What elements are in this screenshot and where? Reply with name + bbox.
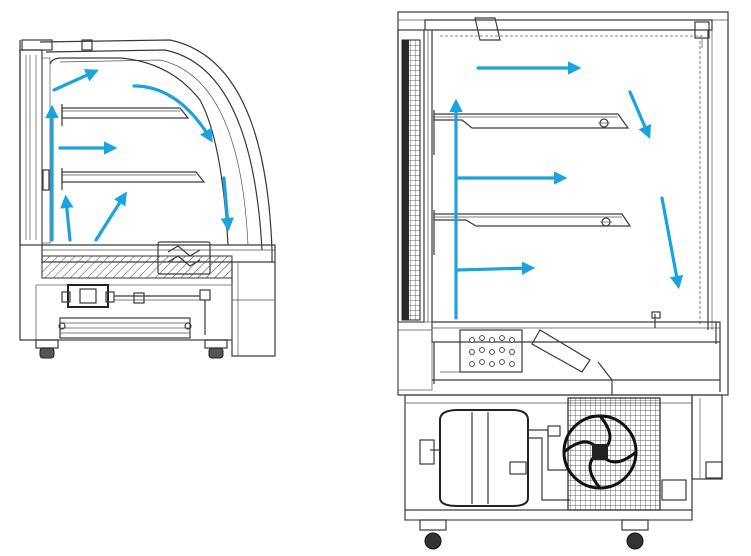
left-shelf-lower — [61, 168, 206, 190]
left-arrow-front-down — [220, 176, 235, 232]
right-caster-front — [621, 519, 649, 550]
left-machine-compartment — [35, 284, 233, 341]
left-insulation — [41, 255, 233, 279]
left-evaporator — [157, 241, 211, 275]
right-rear-door — [397, 29, 425, 323]
left-curved-glass-outer — [39, 39, 273, 262]
right-compressor — [419, 409, 529, 507]
left-inner-liner — [49, 57, 229, 246]
right-cabinet — [397, 11, 729, 396]
left-cabinet — [19, 39, 276, 359]
right-deck — [431, 321, 721, 343]
left-door-handle — [42, 169, 50, 191]
right-airflow-arrows — [449, 61, 684, 320]
left-foot-rear-bracket — [35, 339, 59, 349]
left-curved-glass-mid — [45, 49, 263, 251]
left-foot-rear — [39, 347, 55, 359]
right-evaporator-fan-coil — [531, 329, 591, 373]
left-arrow-low-up — [60, 194, 74, 242]
right-canopy-light — [474, 17, 501, 41]
left-rear-door — [19, 49, 43, 246]
left-shelf-upper — [61, 104, 190, 126]
left-arrow-top-curve — [132, 84, 213, 143]
right-shelf-upper — [433, 110, 630, 155]
right-machine-compartment — [404, 394, 723, 550]
left-arrow-top-left — [52, 69, 99, 92]
right-shelf-lower — [433, 210, 632, 255]
left-condenser — [58, 317, 192, 339]
left-compressor — [61, 284, 115, 308]
left-airflow-arrows — [45, 69, 235, 242]
left-arrow-low-diag — [94, 191, 127, 242]
left-curved-glass-inner — [59, 59, 249, 246]
right-evaporator — [432, 329, 720, 395]
right-arrow-front-diag — [628, 90, 652, 139]
right-arrow-front-down — [660, 196, 684, 290]
right-caster-rear — [419, 519, 447, 550]
left-cabinet-outline — [19, 40, 276, 357]
left-foot-front — [208, 347, 224, 359]
right-condenser-fan — [562, 397, 661, 511]
left-foot-front-bracket — [204, 339, 228, 349]
right-arrow-low-right — [456, 261, 536, 275]
